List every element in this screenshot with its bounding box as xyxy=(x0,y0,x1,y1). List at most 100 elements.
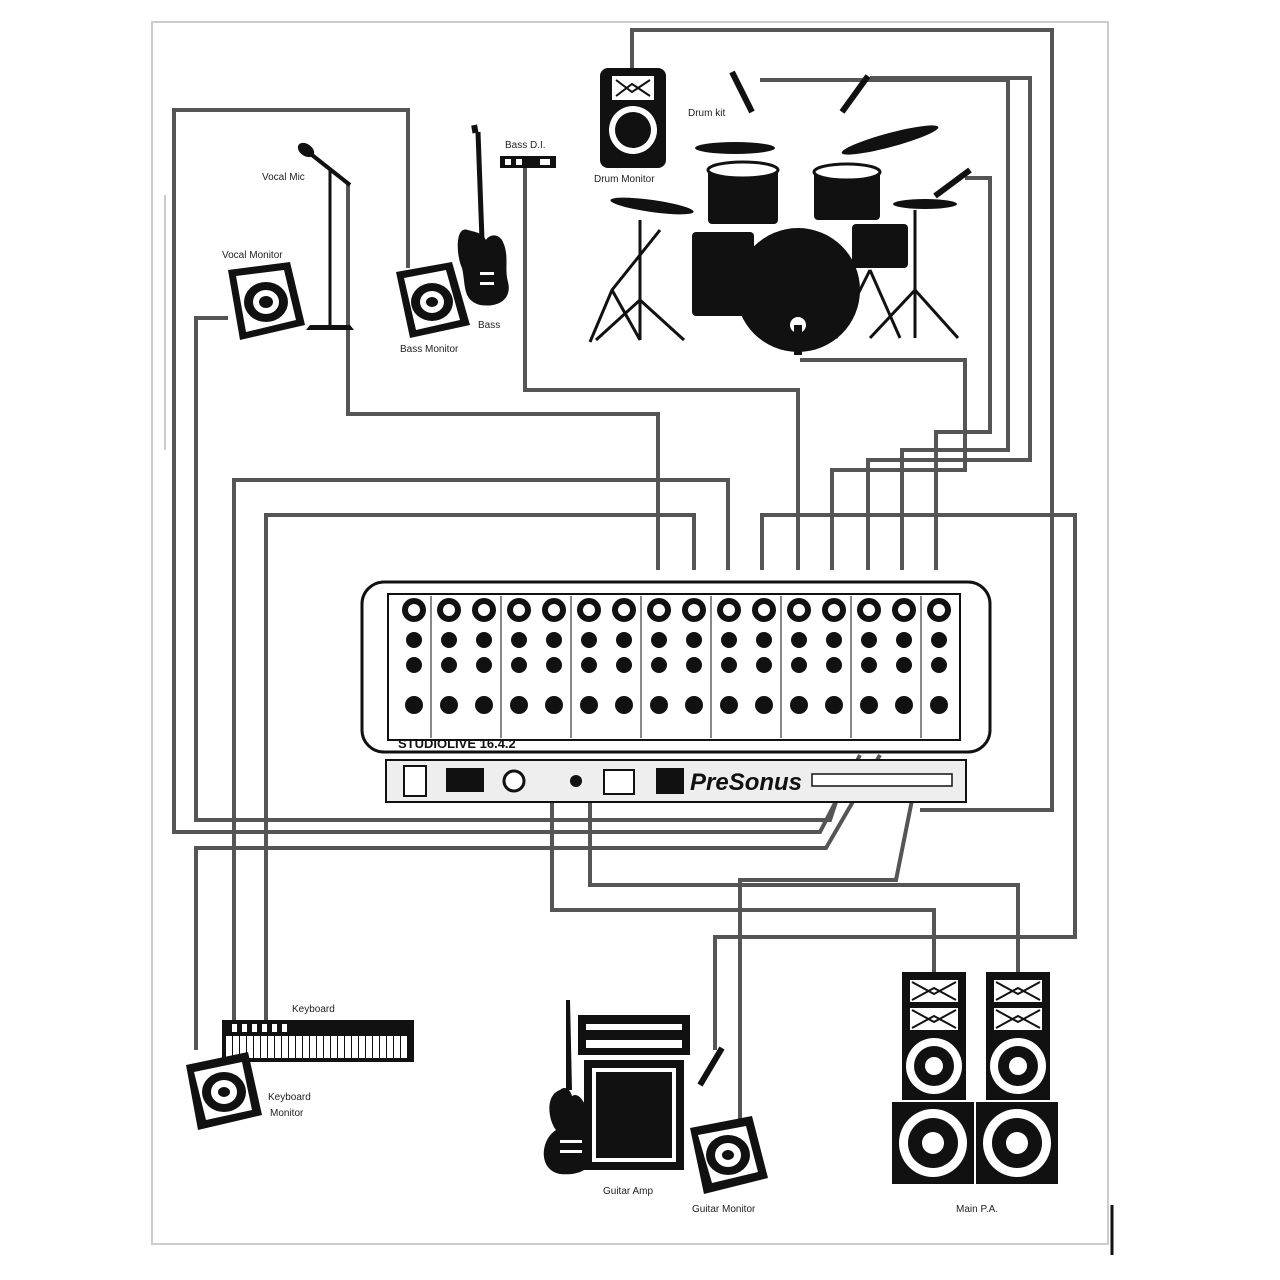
insert-jack xyxy=(546,657,562,673)
output-jack xyxy=(860,696,878,714)
white-key xyxy=(296,1036,302,1058)
xlr-input-jack-center xyxy=(478,604,490,616)
cable-vocal-mic xyxy=(346,182,660,570)
cable-bass-di xyxy=(523,168,800,570)
white-key xyxy=(401,1036,407,1058)
output-jack xyxy=(720,696,738,714)
line-input-jack xyxy=(511,632,527,648)
guitar-amp-icon xyxy=(578,1015,725,1170)
white-key xyxy=(233,1036,239,1058)
line-input-jack xyxy=(546,632,562,648)
mixer-jacks xyxy=(402,596,951,738)
white-key xyxy=(324,1036,330,1058)
bass-di-icon xyxy=(500,156,556,168)
insert-jack xyxy=(476,657,492,673)
main-pa-left xyxy=(892,972,974,1184)
drum-kit-label: Drum kit xyxy=(688,108,725,119)
xlr-input-jack-center xyxy=(828,604,840,616)
output-jack xyxy=(545,696,563,714)
mixer-model-label: STUDIOLIVE 16.4.2 xyxy=(398,736,516,751)
white-key xyxy=(394,1036,400,1058)
drum-kit-icon xyxy=(588,70,972,355)
guitar-amp-label: Guitar Amp xyxy=(603,1186,653,1197)
insert-jack xyxy=(581,657,597,673)
xlr-input-jack-center xyxy=(863,604,875,616)
insert-jack xyxy=(931,657,947,673)
insert-jack xyxy=(616,657,632,673)
guitar-monitor-label: Guitar Monitor xyxy=(692,1204,756,1215)
keyboard-icon xyxy=(222,1020,414,1062)
output-jack xyxy=(755,696,773,714)
cable-bass-monitor xyxy=(172,108,862,834)
keyboard-button xyxy=(232,1024,237,1032)
white-key xyxy=(282,1036,288,1058)
line-input-jack xyxy=(651,632,667,648)
insert-jack xyxy=(756,657,772,673)
keyboard-monitor-label-1: Keyboard xyxy=(268,1092,311,1103)
line-input-jack xyxy=(826,632,842,648)
xlr-input-jack-center xyxy=(688,604,700,616)
bass-guitar-icon xyxy=(457,124,509,306)
output-jack xyxy=(930,696,948,714)
cable-guitar-monitor xyxy=(738,759,922,1125)
output-jack xyxy=(895,696,913,714)
mixer-brand-logo: PreSonus xyxy=(690,769,802,796)
keyboard-button xyxy=(282,1024,287,1032)
cable-drum-2 xyxy=(866,76,1032,570)
cable-drum-monitor xyxy=(630,28,1054,812)
white-key xyxy=(359,1036,365,1058)
insert-jack xyxy=(511,657,527,673)
insert-jack xyxy=(686,657,702,673)
white-key xyxy=(331,1036,337,1058)
white-key xyxy=(289,1036,295,1058)
cable-guitar-link xyxy=(713,860,1077,1050)
white-key xyxy=(240,1036,246,1058)
cable-main-pa-l xyxy=(550,770,936,975)
white-key xyxy=(268,1036,274,1058)
line-input-jack xyxy=(896,632,912,648)
xlr-input-jack-center xyxy=(933,604,945,616)
keyboard-button xyxy=(272,1024,277,1032)
white-key xyxy=(254,1036,260,1058)
page-frame xyxy=(151,21,1109,1245)
output-jack xyxy=(440,696,458,714)
keyboard-label: Keyboard xyxy=(292,1004,335,1015)
electric-guitar-icon xyxy=(543,1000,592,1175)
xlr-input-jack-center xyxy=(723,604,735,616)
white-key xyxy=(352,1036,358,1058)
main-pa-right xyxy=(976,972,1058,1184)
output-jack xyxy=(615,696,633,714)
drum-monitor-icon xyxy=(600,68,666,168)
keyboard-button xyxy=(252,1024,257,1032)
line-input-jack xyxy=(721,632,737,648)
cable-main-pa-r xyxy=(588,770,1020,975)
line-input-jack xyxy=(406,632,422,648)
insert-jack xyxy=(826,657,842,673)
xlr-input-jack-center xyxy=(548,604,560,616)
xlr-input-jack-center xyxy=(758,604,770,616)
main-pa-icon xyxy=(892,972,1058,1184)
bass-di-label: Bass D.I. xyxy=(505,140,546,151)
cable-keyboard-r xyxy=(264,513,696,1030)
xlr-input-jack-center xyxy=(443,604,455,616)
output-jack xyxy=(825,696,843,714)
output-jack xyxy=(475,696,493,714)
guitar-monitor-icon xyxy=(690,1116,768,1194)
insert-jack xyxy=(791,657,807,673)
keyboard-button xyxy=(262,1024,267,1032)
xlr-input-jack-center xyxy=(653,604,665,616)
output-jack xyxy=(405,696,423,714)
white-key xyxy=(373,1036,379,1058)
output-jack xyxy=(790,696,808,714)
white-key xyxy=(387,1036,393,1058)
line-input-jack xyxy=(756,632,772,648)
white-key xyxy=(310,1036,316,1058)
cable-guitar-mic xyxy=(760,513,1077,860)
white-key xyxy=(303,1036,309,1058)
xlr-input-jack-center xyxy=(793,604,805,616)
xlr-input-jack-center xyxy=(513,604,525,616)
white-key xyxy=(380,1036,386,1058)
cable-drum-kick xyxy=(800,358,967,570)
xlr-input-jack-center xyxy=(408,604,420,616)
cable-drum-3 xyxy=(934,176,992,570)
